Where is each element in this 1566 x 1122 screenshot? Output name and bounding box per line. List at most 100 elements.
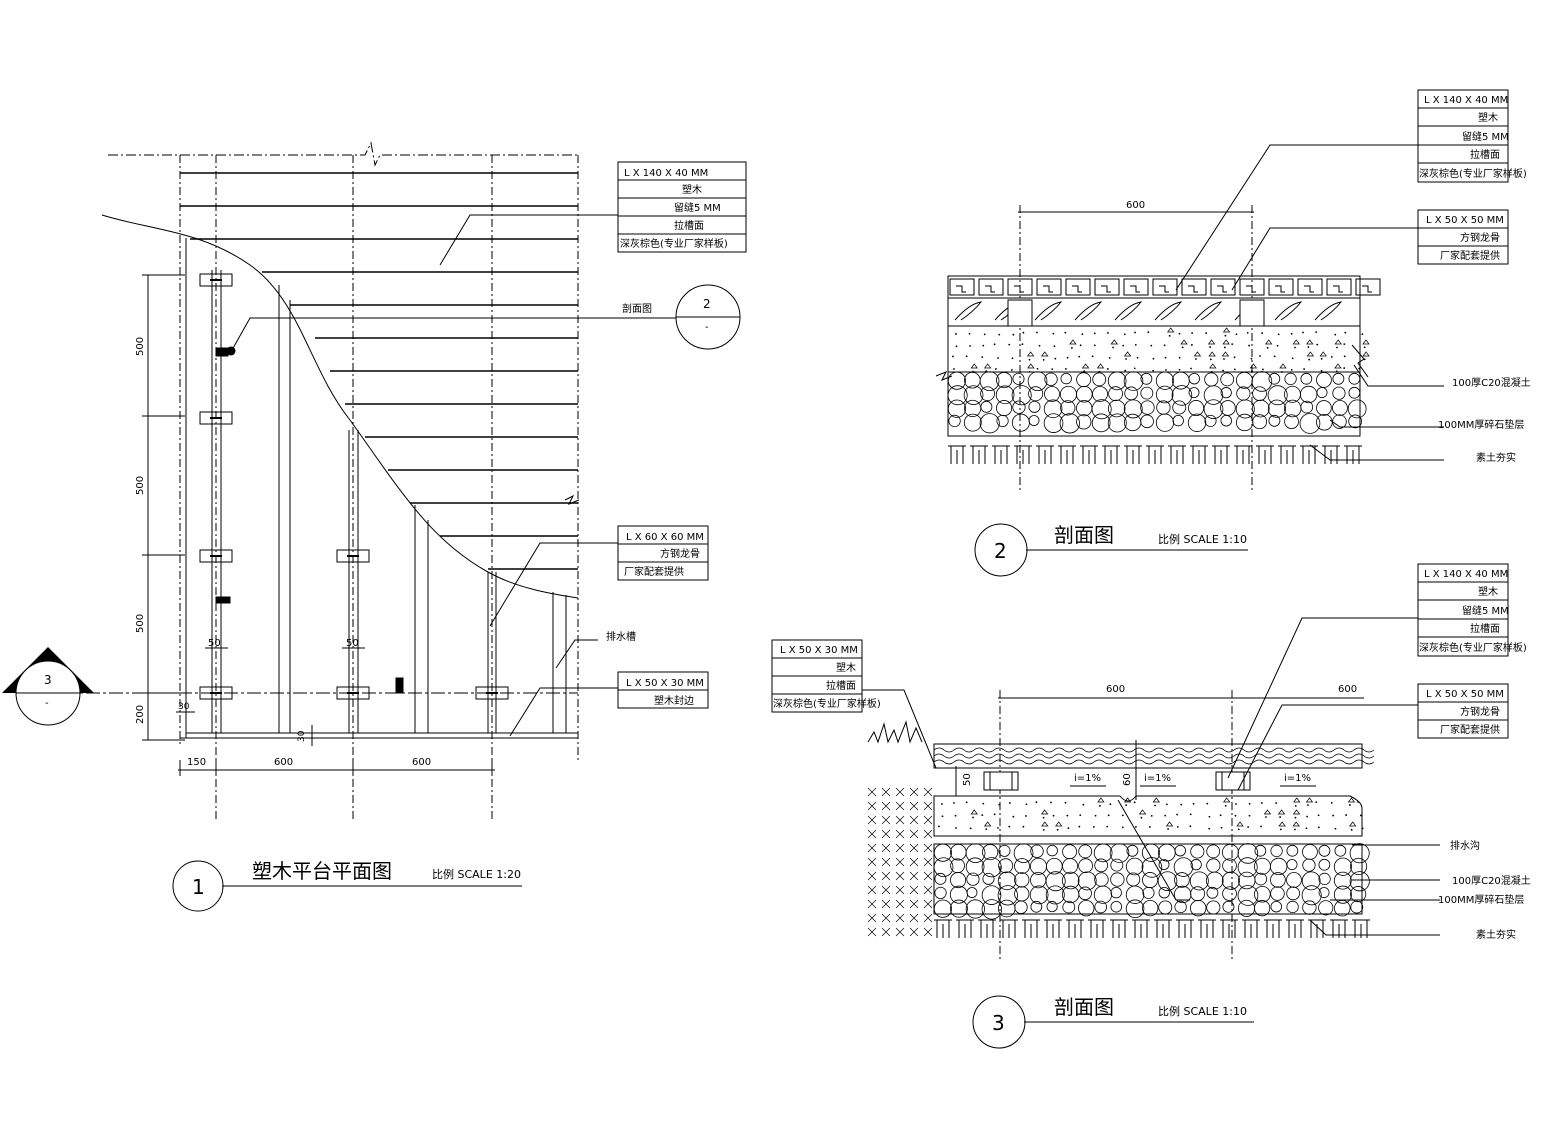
concrete-aggregate (1249, 363, 1258, 369)
section-3-title: 剖面图 (1054, 995, 1114, 1019)
soil-hatch (1278, 445, 1296, 464)
gravel-stone (1029, 885, 1049, 905)
section-2-gravel-hatch (947, 371, 1367, 434)
gravel-stone (933, 857, 954, 877)
concrete-dot (1106, 368, 1109, 370)
gravel-stone (979, 413, 1000, 434)
gravel-stone (1270, 900, 1282, 913)
concrete-dot (1247, 826, 1250, 828)
concrete-dot (1248, 814, 1251, 817)
gravel-stone (1172, 414, 1184, 427)
concrete-dot (981, 814, 984, 817)
concrete-dot (1343, 343, 1346, 346)
concrete-dot (1348, 804, 1351, 806)
concrete-dot (1150, 344, 1153, 347)
concrete-dot (1261, 368, 1264, 371)
gravel-stone (1220, 414, 1232, 427)
gravel-stone (1062, 844, 1078, 860)
wood-grain (1194, 301, 1223, 321)
concrete-dot (953, 802, 955, 804)
plan-joist-note-box (617, 525, 709, 581)
gravel-stone (1235, 413, 1254, 432)
gravel-stone (1124, 386, 1139, 401)
gravel-stone (1141, 843, 1161, 862)
plan-edge-note-box (617, 671, 709, 709)
gravel-stone (1060, 372, 1072, 385)
concrete-dot (1140, 816, 1143, 819)
gravel-stone (1270, 844, 1283, 858)
concrete-dot (1181, 346, 1184, 349)
gravel-stone (1206, 858, 1221, 873)
gravel-stone (1316, 400, 1332, 416)
gravel-stone (1173, 857, 1194, 877)
soil-hatch (934, 919, 952, 938)
gravel-stone (1350, 886, 1367, 903)
concrete-dot (1320, 357, 1323, 360)
concrete-dot (1237, 828, 1240, 831)
soil-hatch (1286, 919, 1304, 938)
plan-deck-note-3: 留缝5 MM (674, 201, 721, 214)
concrete-dot (955, 345, 958, 348)
gravel-stone (1269, 857, 1288, 876)
concrete-dot (1330, 356, 1333, 358)
concrete-dot (1305, 827, 1308, 830)
concrete-dot (1178, 356, 1181, 359)
concrete-dot (1233, 368, 1236, 371)
gravel-stone (1220, 387, 1232, 399)
soil-hatch (1000, 919, 1018, 938)
concrete-dot (1165, 369, 1167, 371)
gravel-stone (1157, 843, 1176, 862)
concrete-dot (968, 332, 971, 335)
section-3-edge-note-4: 深灰棕色(专业厂家样板) (773, 697, 881, 710)
gravel-stone (1091, 399, 1112, 420)
concrete-dot (1273, 355, 1276, 358)
gravel-stone (1254, 872, 1268, 886)
gravel-stone (1155, 413, 1175, 432)
section-2-deck-note-1: L X 140 X 40 MM (1424, 95, 1508, 106)
concrete-aggregate (1041, 821, 1049, 827)
concrete-dot (1317, 826, 1320, 829)
concrete-dot (982, 802, 985, 805)
section-3-steel-note-2: 方钢龙骨 (1460, 705, 1500, 718)
concrete-dot (1051, 368, 1054, 371)
concrete-dot (1176, 813, 1178, 816)
gravel-stone (1013, 843, 1034, 863)
concrete-dot (1125, 804, 1128, 806)
gravel-stone (1076, 400, 1093, 417)
concrete-dot (1306, 815, 1309, 818)
soil-hatch (1080, 445, 1098, 464)
plan-dim-600-1: 600 (274, 757, 293, 768)
concrete-dot (1303, 368, 1306, 370)
gravel-stone (1171, 385, 1193, 406)
section-3-dim-60: 60 (1122, 773, 1133, 786)
concrete-dot (1082, 803, 1085, 806)
concrete-dot (1361, 333, 1364, 336)
concrete-dot (1290, 368, 1293, 371)
deck-groove (1072, 285, 1082, 293)
concrete-dot (1279, 816, 1282, 818)
concrete-dot (994, 368, 997, 370)
concrete-dot (1067, 827, 1070, 830)
earth-hatch (923, 899, 933, 909)
gravel-stone (1028, 386, 1044, 402)
gravel-stone (1252, 386, 1267, 401)
section-3-layer-gravel: 100MM厚碎石垫层 (1438, 893, 1524, 906)
concrete-dot (1334, 827, 1337, 830)
gravel-stone (965, 857, 985, 877)
gravel-stone (1204, 372, 1219, 387)
concrete-dot (1125, 358, 1127, 360)
gravel-stone (1205, 871, 1224, 890)
earth-hatch (881, 927, 891, 937)
gravel-stone (1140, 372, 1153, 385)
concrete-dot (1260, 802, 1263, 804)
wood-grain (1074, 301, 1103, 321)
concrete-dot (1336, 346, 1338, 349)
concrete-dot (1064, 331, 1067, 334)
concrete-aggregate (1278, 821, 1286, 827)
gravel-stone (1155, 371, 1175, 390)
gravel-stone (1078, 844, 1093, 859)
plan-dim-30-1: 30 (178, 702, 190, 712)
wood-grain (1154, 301, 1183, 321)
concrete-dot (1056, 828, 1059, 831)
concrete-dot (1079, 344, 1082, 347)
